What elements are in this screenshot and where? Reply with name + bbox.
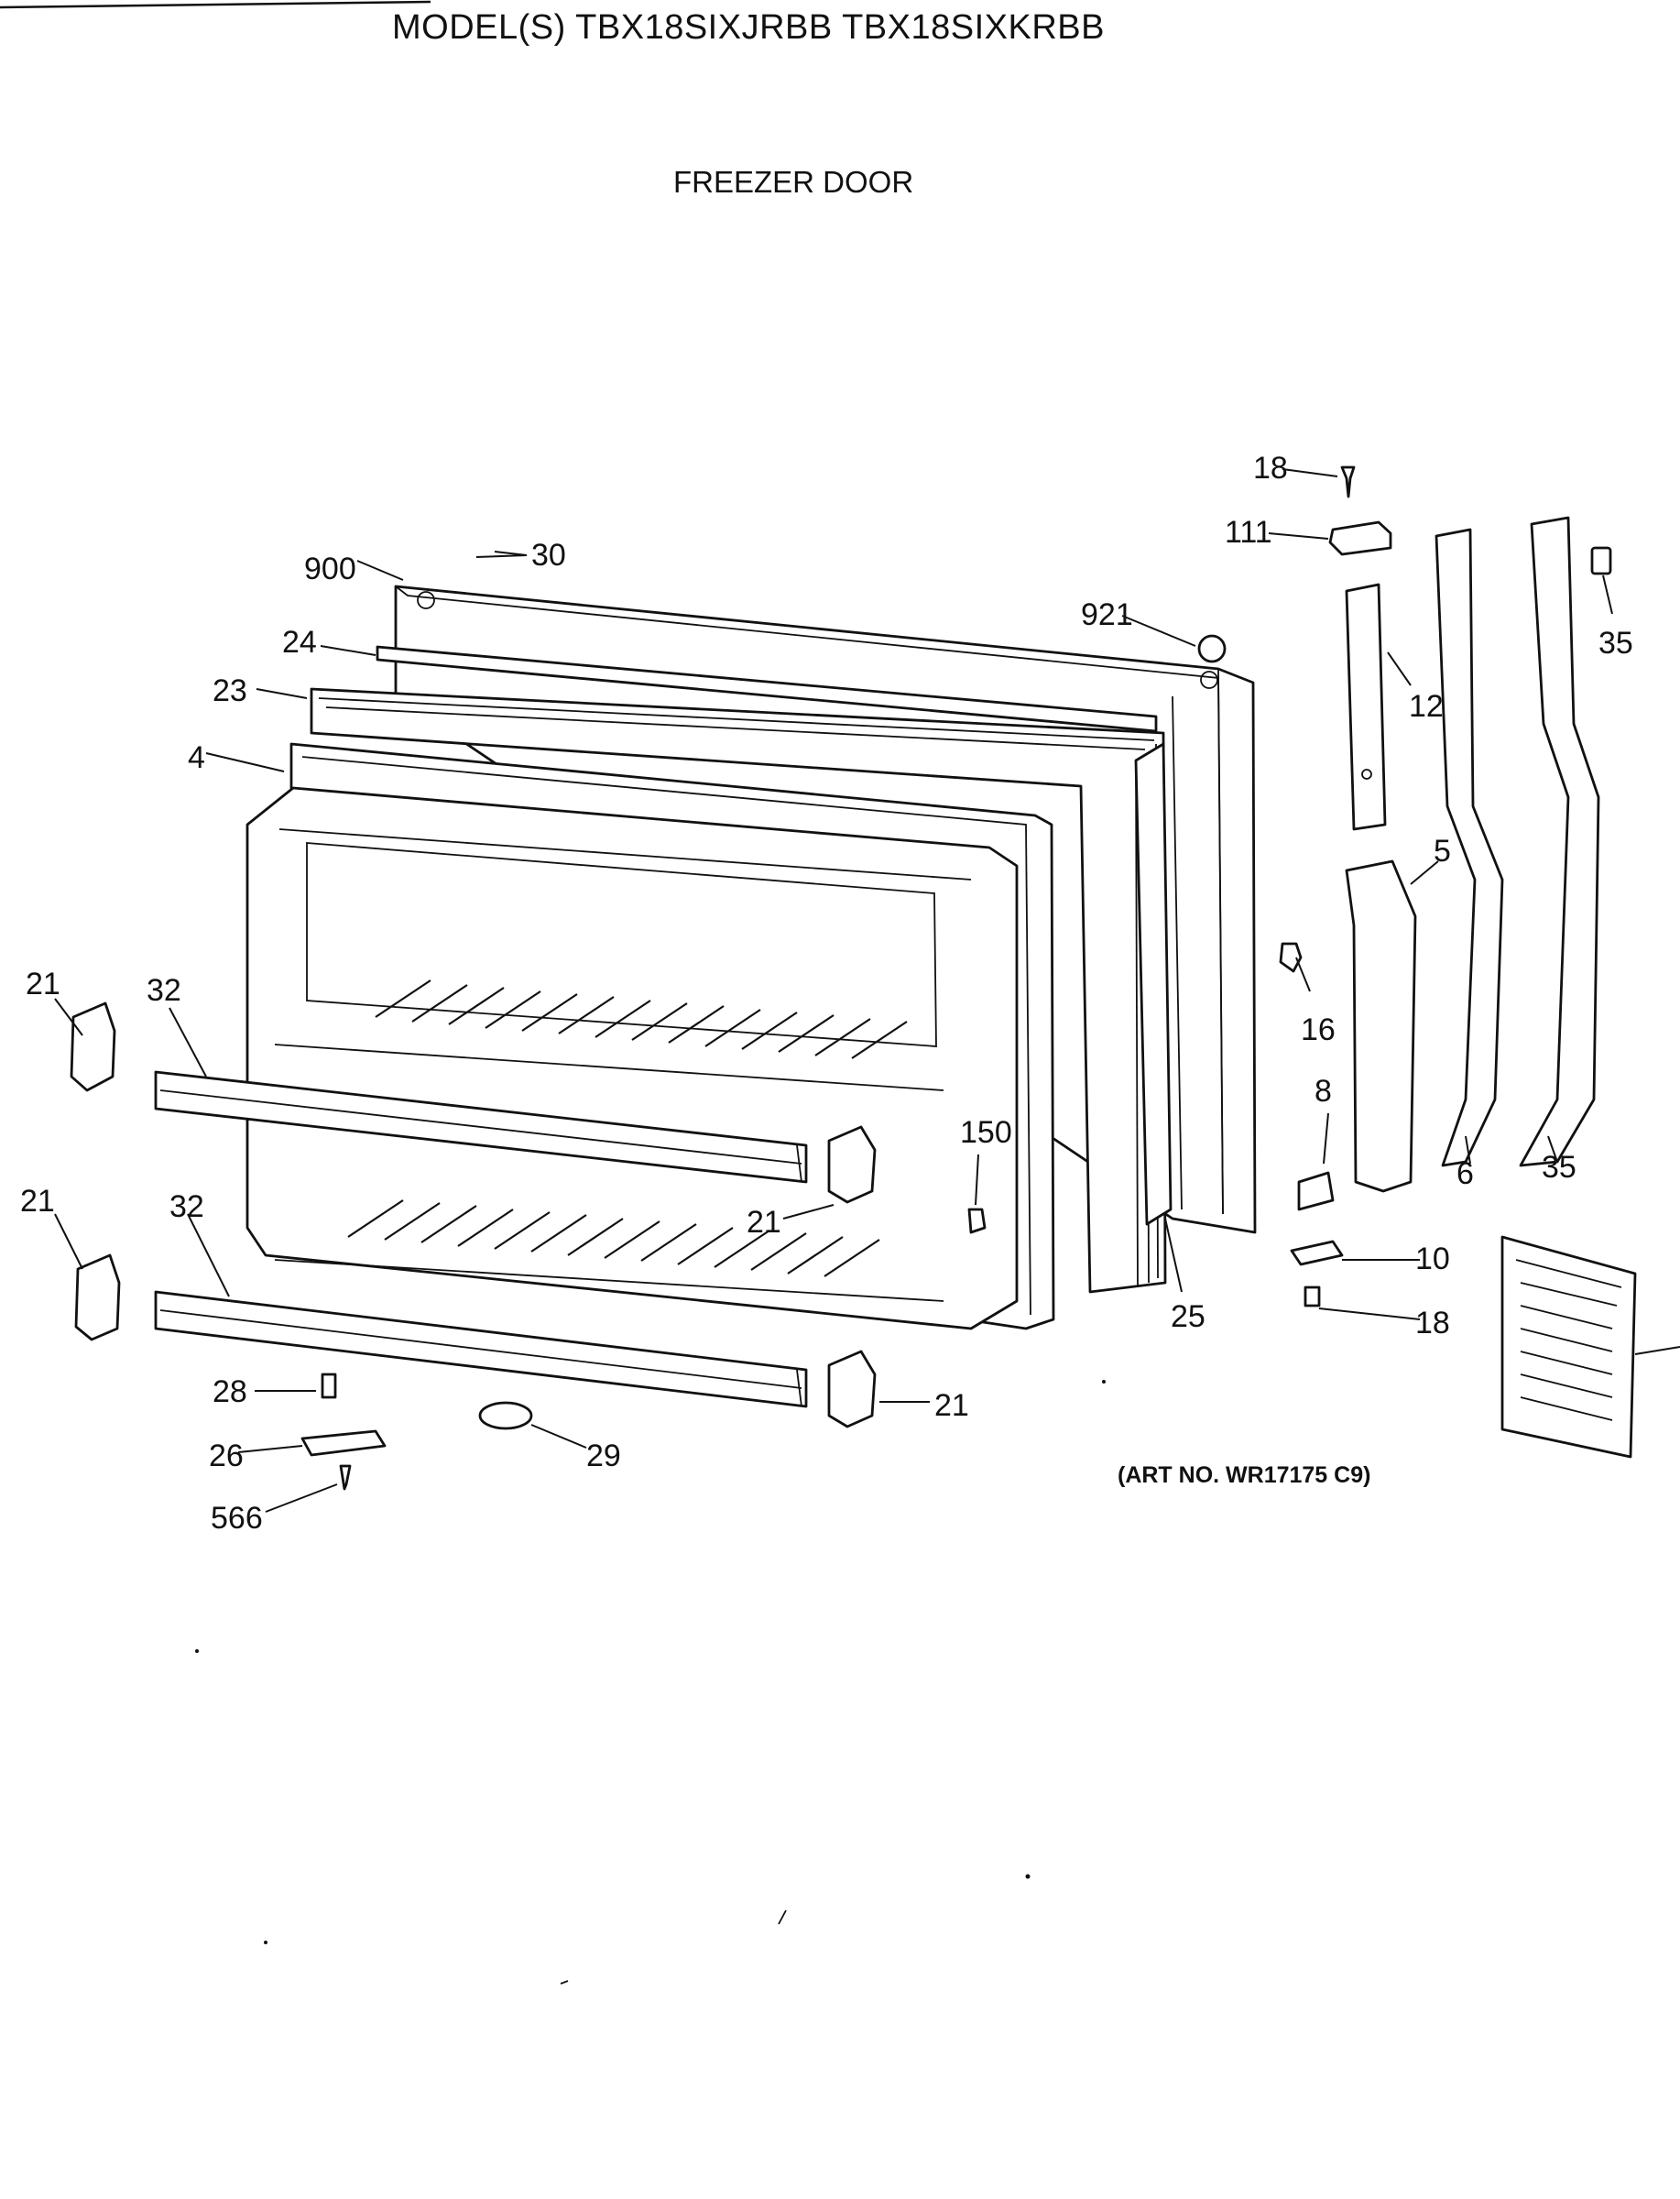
hinge-support xyxy=(1345,859,1417,1193)
screw-16 xyxy=(1279,942,1303,973)
callout-32-upper: 32 xyxy=(147,973,181,1008)
art-number: (ART NO. WR17175 C9) xyxy=(1118,1462,1370,1488)
callout-8: 8 xyxy=(1315,1074,1332,1109)
callout-35-top: 35 xyxy=(1598,626,1633,661)
callout-111: 111 xyxy=(1225,515,1272,550)
callout-28: 28 xyxy=(213,1374,247,1409)
callout-6: 6 xyxy=(1456,1156,1474,1191)
hinge-bracket xyxy=(1345,583,1387,831)
callout-26: 26 xyxy=(209,1439,244,1473)
callout-150: 150 xyxy=(960,1115,1012,1150)
callout-566: 566 xyxy=(211,1501,263,1536)
callout-24: 24 xyxy=(282,625,317,660)
callout-4: 4 xyxy=(188,740,205,775)
shelf-rail-upper xyxy=(154,1070,808,1184)
callout-5: 5 xyxy=(1434,834,1451,869)
gasket xyxy=(376,645,1158,733)
callout-21-bottom: 21 xyxy=(934,1388,969,1423)
hinge-plate xyxy=(1290,1240,1344,1266)
owner-manual xyxy=(1500,1235,1680,1459)
callout-12: 12 xyxy=(1409,689,1444,724)
end-cap-mid xyxy=(827,1125,877,1204)
breaker-strip xyxy=(1134,742,1173,1226)
callout-18-bottom: 18 xyxy=(1415,1306,1450,1340)
plug-round xyxy=(1197,634,1227,663)
handle-long xyxy=(1519,516,1600,1167)
callout-16: 16 xyxy=(1301,1012,1336,1047)
hinge-cap xyxy=(1328,520,1392,556)
callout-30: 30 xyxy=(531,538,566,573)
callout-25: 25 xyxy=(1171,1299,1205,1334)
scan-edge-mark xyxy=(0,0,431,9)
leader-lines xyxy=(54,468,1613,1513)
screw-bottom xyxy=(1304,1285,1321,1307)
stop-bracket xyxy=(1297,1171,1335,1211)
screw-top xyxy=(1340,465,1356,498)
callout-35-bottom: 35 xyxy=(1542,1150,1576,1185)
plug-small xyxy=(1590,546,1612,575)
end-cap-left-lower xyxy=(74,1253,121,1341)
callout-921: 921 xyxy=(1081,597,1133,632)
inner-liner xyxy=(245,786,1019,1330)
callout-10: 10 xyxy=(1415,1242,1450,1276)
hinge-strap xyxy=(1435,528,1504,1167)
screw-150 xyxy=(967,1208,987,1234)
bracket-26 xyxy=(300,1429,387,1457)
section-title: FREEZER DOOR xyxy=(673,165,913,199)
callout-900: 900 xyxy=(304,552,356,586)
end-cap-bottom xyxy=(827,1350,877,1428)
callout-29: 29 xyxy=(586,1439,621,1473)
callout-21-mid: 21 xyxy=(747,1205,781,1240)
models-label: MODEL(S) TBX18SIXJRBB TBX18SIXKRBB xyxy=(392,8,1105,47)
end-cap-left-upper xyxy=(70,1001,116,1092)
callout-32-lower: 32 xyxy=(169,1189,204,1224)
callout-18-top: 18 xyxy=(1253,451,1288,486)
callout-23: 23 xyxy=(213,673,247,708)
screw-566 xyxy=(339,1464,352,1491)
button-29 xyxy=(478,1401,533,1430)
shelf-rail-lower xyxy=(154,1290,808,1408)
callout-21-left-lower: 21 xyxy=(20,1184,55,1219)
callout-21-left-upper: 21 xyxy=(26,967,60,1001)
shelf-pin xyxy=(321,1373,337,1399)
scan-specks xyxy=(195,1380,1106,1985)
